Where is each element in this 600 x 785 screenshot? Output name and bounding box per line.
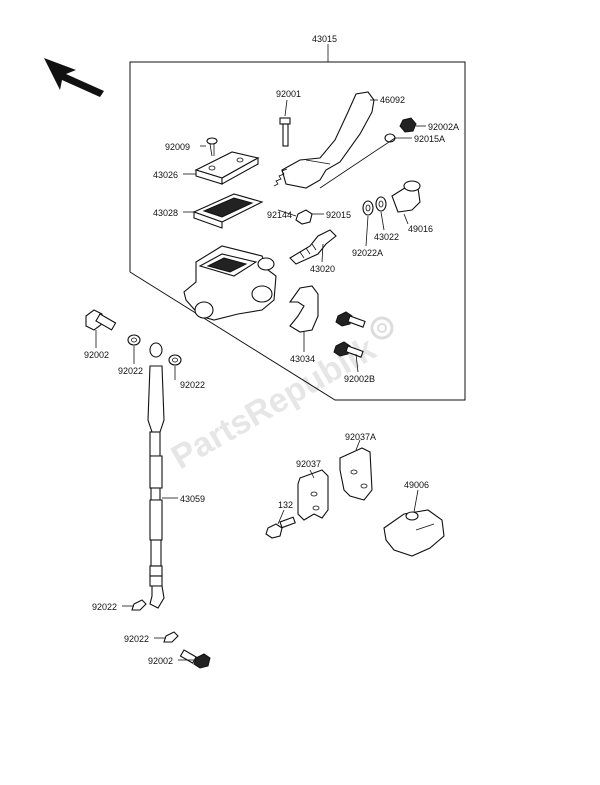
label-92037a: 92037A [345,432,376,442]
label-43022: 43022 [374,232,399,242]
watermark-gear-icon [370,316,394,340]
label-43059: 43059 [180,494,205,504]
diaphragm [192,193,264,229]
label-43020: 43020 [310,264,335,274]
lever [281,91,375,189]
lever-nut [399,117,417,133]
part-labels: 43015 92001 46092 92002A 92015A 92009 43… [84,34,459,666]
label-92022-lower-b: 92022 [124,634,149,644]
banjo-bolt-lower [179,649,211,669]
spring [273,168,288,187]
label-92002-lower: 92002 [148,656,173,666]
label-92022-upper-a: 92022 [118,366,143,376]
label-92022-upper-b: 92022 [180,380,205,390]
leader-lines [95,99,426,661]
piston-assembly [289,229,337,265]
hose-guard [383,509,445,557]
brake-hose [147,342,165,609]
label-49006: 49006 [404,480,429,490]
handlebar-clamp [288,285,319,333]
banjo-bolt-upper [85,309,117,331]
piston-washer [362,200,374,216]
reservoir-cap [194,151,260,185]
label-92002b: 92002B [344,374,375,384]
gasket-upper-a [127,334,141,346]
hose-bracket-a [339,447,373,501]
label-92037: 92037 [296,459,321,469]
label-92015a: 92015A [414,134,445,144]
master-cylinder-body [183,245,277,321]
gasket-upper-b [168,354,182,366]
label-92015: 92015 [326,210,351,220]
label-92144: 92144 [267,210,292,220]
hose-bracket [297,469,329,521]
clamp-bolt-lower [333,341,364,358]
label-43015: 43015 [312,34,337,44]
bracket-bolt [265,516,296,539]
label-92022a: 92022A [352,248,383,258]
label-92022-lower-a: 92022 [92,602,117,612]
label-43026: 43026 [153,170,178,180]
label-92002-upper: 92002 [84,350,109,360]
dust-boot [391,180,421,213]
gasket-lower-a [131,599,147,611]
label-132: 132 [278,500,293,510]
lever-washer [384,133,396,143]
pivot-bolt [279,117,291,147]
cap-screw [206,137,218,157]
gasket-lower-b [163,631,179,643]
label-46092: 46092 [380,95,405,105]
label-92009: 92009 [165,142,190,152]
front-direction-arrow-icon [44,58,104,97]
label-92002a: 92002A [428,122,459,132]
piston-ring [375,196,387,212]
label-92001: 92001 [276,89,301,99]
label-43034: 43034 [290,354,315,364]
assembly-frame [129,44,466,401]
label-43028: 43028 [153,208,178,218]
label-49016: 49016 [408,224,433,234]
clamp-bolt-upper [335,311,366,328]
adjuster-nut [295,209,313,225]
